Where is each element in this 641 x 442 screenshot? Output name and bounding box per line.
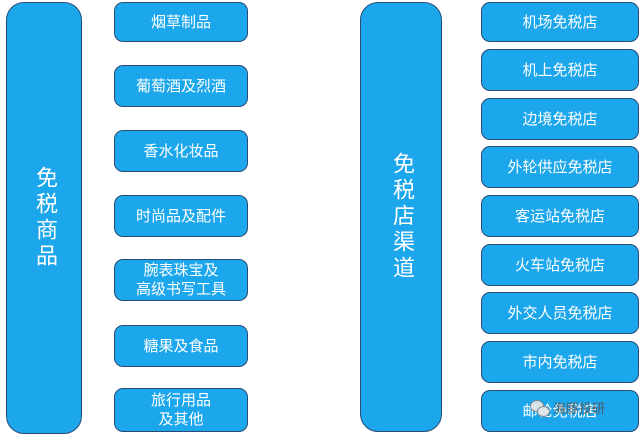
- channel-item-train-station: 火车站免税店: [481, 244, 639, 286]
- goods-item-wine-spirits: 葡萄酒及烈酒: [114, 65, 248, 107]
- goods-item-travel-others: 旅行用品 及其他: [114, 388, 248, 432]
- goods-item-perfume-cosmetics: 香水化妆品: [114, 130, 248, 172]
- duty-free-channels-header: 免税店渠道: [360, 2, 442, 432]
- channel-item-downtown: 市内免税店: [481, 341, 639, 383]
- channel-item-passenger-station: 客运站免税店: [481, 195, 639, 237]
- goods-item-fashion-accessories: 时尚品及配件: [114, 195, 248, 237]
- channel-item-airport: 机场免税店: [481, 2, 639, 42]
- goods-item-watches-jewelry: 腕表珠宝及 高级书写工具: [114, 259, 248, 301]
- duty-free-goods-header: 免税商品: [6, 2, 82, 434]
- goods-item-tobacco: 烟草制品: [114, 2, 248, 42]
- channel-item-inflight: 机上免税店: [481, 49, 639, 91]
- watermark-text: 海豚投研: [553, 402, 606, 417]
- chat-bubbles-icon: [530, 399, 550, 417]
- channel-item-border: 边境免税店: [481, 98, 639, 140]
- channel-item-diplomat: 外交人员免税店: [481, 292, 639, 334]
- goods-item-confectionery-food: 糖果及食品: [114, 325, 248, 367]
- channel-item-ship-supply: 外轮供应免税店: [481, 146, 639, 188]
- watermark: 海豚投研: [530, 398, 605, 417]
